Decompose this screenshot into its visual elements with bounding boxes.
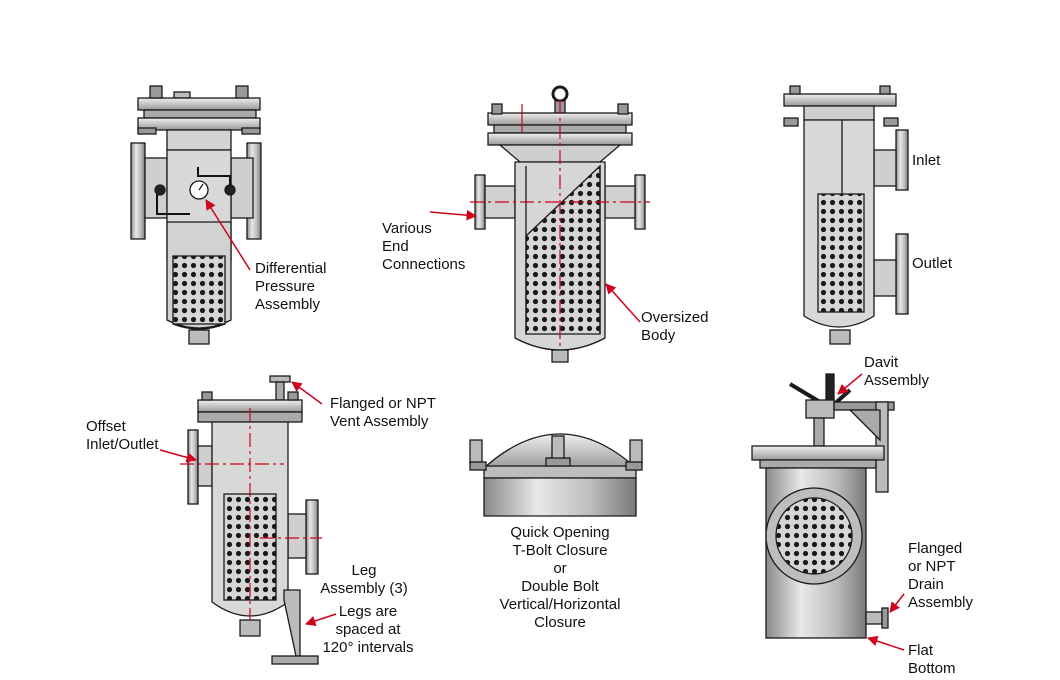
strainer-differential-pressure bbox=[130, 85, 262, 345]
label-differential-pressure: Differential Pressure Assembly bbox=[255, 260, 327, 313]
leader-various-end-connections bbox=[429, 209, 478, 221]
leader-differential-pressure bbox=[205, 199, 251, 271]
label-legs-spaced: Legs are spaced at 120° intervals bbox=[322, 603, 414, 656]
label-outlet: Outlet bbox=[912, 255, 953, 272]
strainer-inlet-outlet bbox=[783, 85, 909, 345]
label-oversized-body: Oversized Body bbox=[641, 309, 709, 344]
leader-vent bbox=[291, 381, 323, 405]
label-leg-assembly: Leg Assembly (3) bbox=[320, 562, 408, 597]
leader-drain bbox=[889, 593, 905, 613]
strainer-davit bbox=[751, 373, 895, 639]
leader-oversized-body bbox=[605, 283, 641, 323]
label-inlet: Inlet bbox=[912, 152, 941, 169]
leader-flat-bottom bbox=[867, 636, 905, 651]
leader-davit bbox=[837, 373, 863, 395]
label-drain: Flanged or NPT Drain Assembly bbox=[908, 540, 974, 611]
label-quick-opening: Quick Opening T-Bolt Closure or Double B… bbox=[499, 524, 621, 631]
label-vent: Flanged or NPT Vent Assembly bbox=[330, 395, 436, 430]
label-various-end-connections: Various End Connections bbox=[382, 220, 466, 273]
label-davit: Davit Assembly bbox=[864, 354, 930, 389]
label-offset: Offset Inlet/Outlet bbox=[86, 418, 159, 453]
leader-offset bbox=[159, 449, 198, 463]
leader-legs bbox=[305, 613, 337, 626]
quick-opening-closure bbox=[469, 433, 643, 517]
label-flat-bottom: Flat Bottom bbox=[908, 642, 956, 677]
strainer-offset bbox=[187, 375, 319, 665]
